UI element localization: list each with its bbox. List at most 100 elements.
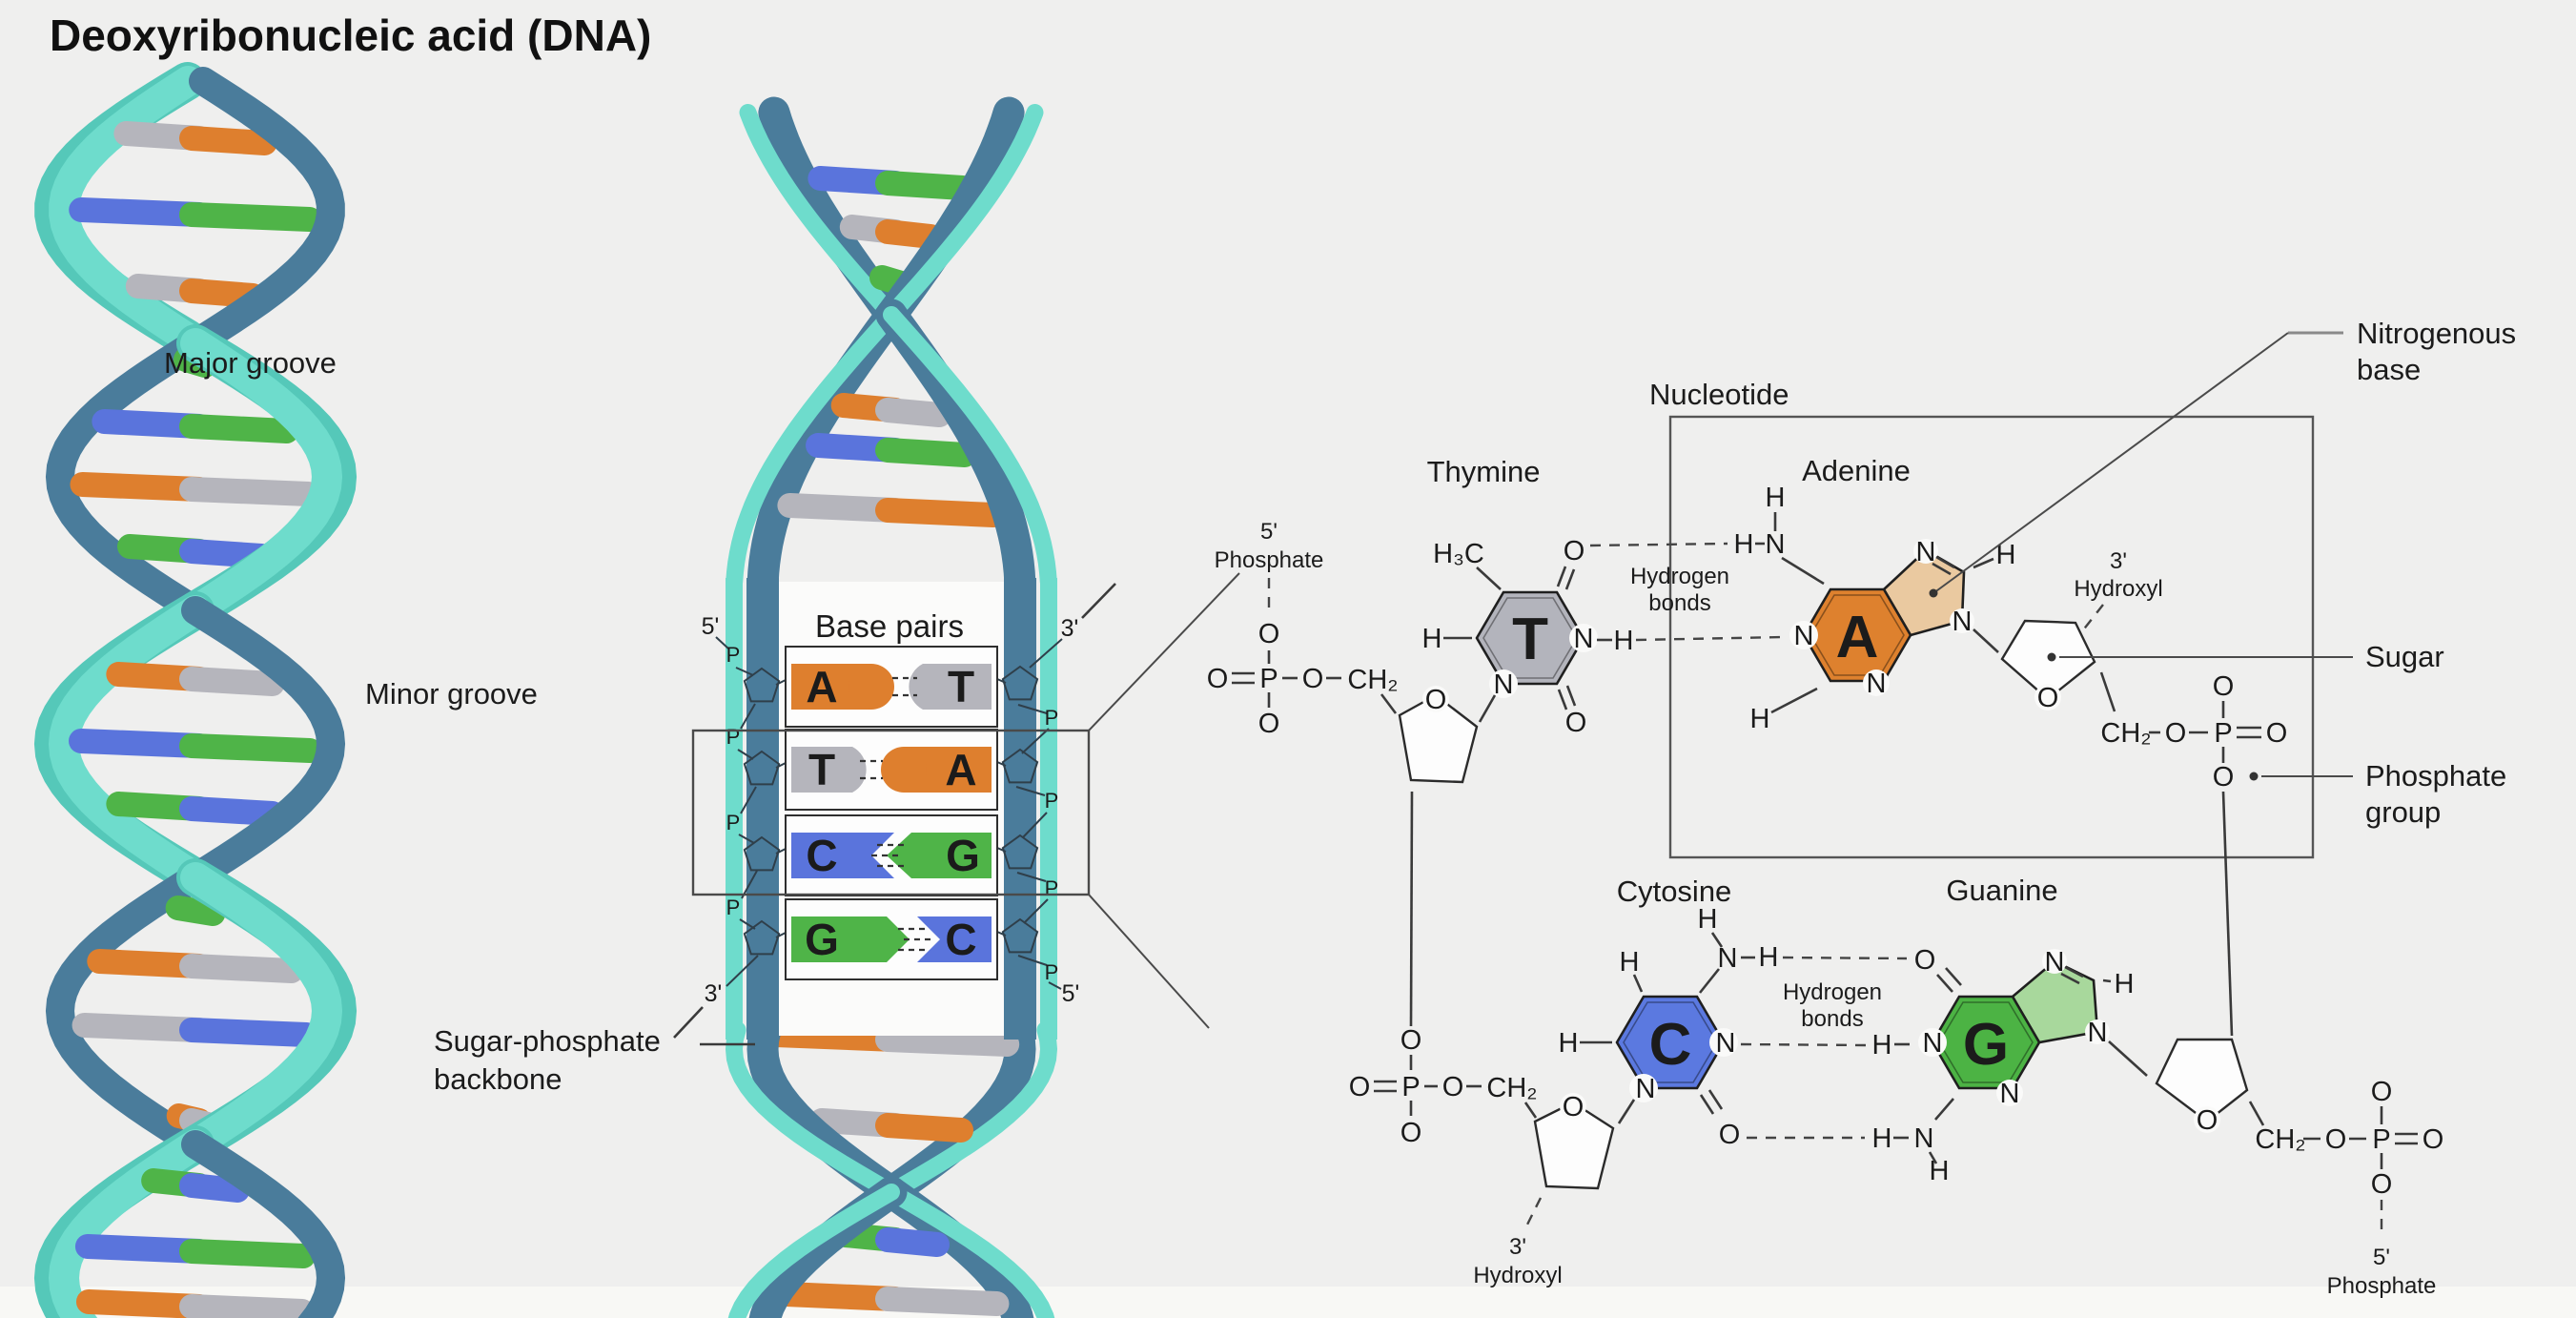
minor-groove-label: Minor groove [365, 677, 538, 710]
base-c-shape [917, 916, 992, 962]
three-prime-hydroxyl-label: Hydroxyl [2074, 576, 2162, 602]
sugar-base-bond [775, 762, 787, 769]
hydrogen-atom: H [1698, 904, 1718, 935]
three-prime-label: 3' [705, 980, 723, 1007]
sugar-base-bond [996, 847, 1007, 853]
nitrogen-atom: N [1923, 1028, 1943, 1059]
sugar-phosphate-chain-decoration [715, 636, 1063, 990]
oxygen-atom: O [1442, 1072, 1464, 1102]
oxygen-atom: O [1207, 664, 1229, 694]
pair-letter: A [945, 745, 976, 794]
hydrogen-atom: H [1614, 626, 1634, 656]
double-bond [1932, 562, 1952, 576]
helix-ribbon-teal [727, 1184, 900, 1318]
backbone-sugar-pentagon [743, 750, 781, 786]
atom-notch [1709, 1028, 1738, 1057]
oxygen-atom: O [2371, 1169, 2393, 1200]
double-bond [2060, 972, 2080, 985]
helix-rung [179, 667, 285, 696]
chemical-structure: Nucleotide 5' Phosphate O P O O CH₂ O [1207, 317, 2516, 1299]
hydrogen-bonds-label: Hydrogen [1630, 564, 1729, 589]
double-bond [1936, 974, 1953, 993]
adenine-phosphate-group: CH₂ O P O O O [2100, 671, 2353, 1037]
adenine-ring-inner [1809, 594, 1905, 676]
helix-rung [179, 954, 304, 983]
strand-bond [2221, 791, 2234, 1037]
helix-rung [875, 219, 944, 249]
hydrogen-bond-dash [1635, 635, 1786, 642]
hydrogen-atom: H [1422, 624, 1442, 654]
left-rail-teal [726, 578, 743, 1040]
nitrogenous-base-label: base [2357, 353, 2421, 386]
phosphate-p-label: P [726, 811, 741, 834]
oxygen-atom: O [1258, 619, 1280, 649]
oxygen-atom: O [2423, 1124, 2444, 1155]
base-t-shape [791, 747, 867, 793]
bond [1698, 968, 1721, 994]
oxygen-atom: O [1565, 708, 1587, 738]
atom-notch [1913, 539, 1938, 564]
sugar-base-bond [775, 848, 787, 855]
base-a-shape [848, 664, 894, 710]
phosphate-p-label: P [726, 896, 741, 919]
nitrogen-atom: N [2088, 1018, 2108, 1048]
base-g-shape [791, 916, 910, 962]
helix-rung [875, 498, 1006, 527]
atom-notch [2034, 684, 2061, 710]
helix-rung [179, 1239, 317, 1268]
oxygen-atom: O [2037, 683, 2059, 713]
oxygen-atom: O [1425, 685, 1447, 715]
sugar-base-bond [996, 678, 1007, 684]
base-g-shape [887, 833, 992, 878]
ch2-group: CH₂ [2255, 1124, 2305, 1155]
nucleotide-box [1668, 415, 2315, 859]
right-rail-steel [1004, 578, 1036, 1040]
guanine-ring [1931, 995, 2041, 1090]
left-dna-helix [33, 62, 358, 1318]
ch2-group: CH₂ [1347, 665, 1398, 695]
bond [1973, 628, 1999, 653]
helix-rung [179, 126, 277, 155]
bond [2108, 1040, 2148, 1077]
helix-ribbon-steel [189, 67, 345, 353]
oxygen-atom: O [1564, 536, 1585, 566]
cytosine-base: Cytosine C H H N H H N N [1559, 875, 1779, 1150]
right-rail-teal [1040, 578, 1057, 1040]
adenine-label: Adenine [1802, 454, 1911, 487]
five-prime-phosphate-label: Phosphate [1215, 547, 1324, 573]
oxygen-atom: O [2213, 762, 2235, 793]
nitrogen-atom: N [1716, 1028, 1736, 1059]
chain-line [673, 1006, 704, 1039]
pair-letter: C [806, 831, 837, 880]
phosphate-p-label: P [1045, 960, 1059, 984]
helix-ribbon-teal [883, 306, 1057, 590]
adenine-sugar: O 3' Hydroxyl [2000, 548, 2353, 713]
phosphate-p-label: P [726, 643, 741, 667]
bond [1617, 1099, 1636, 1124]
oxygen-atom: O [2325, 1124, 2347, 1155]
oxygen-atom: O [2213, 671, 2235, 702]
pointer-dot [1929, 588, 1938, 598]
backbone-chain-link [1048, 981, 1062, 990]
three-prime-hydroxyl-label: 3' [1509, 1234, 1526, 1260]
oxygen-atom: O [1302, 664, 1324, 694]
helix-rung [179, 414, 299, 443]
callout-labels: Nitrogenous base Sugar Phosphate group [1929, 317, 2516, 829]
helix-rung [875, 1227, 950, 1257]
highlight-rect [691, 729, 1091, 896]
backbone-sugar-pentagon [743, 919, 781, 956]
adenine-ring [1802, 587, 1912, 683]
atom-notch [1629, 1074, 1658, 1102]
double-bond [1564, 568, 1576, 590]
thymine-base: Thymine T H₃C H O N H O N [1422, 455, 1634, 738]
hydrogen-atom: H [1930, 1156, 1950, 1186]
three-prime-hydroxyl-label: 3' [2110, 548, 2127, 574]
phosphate-group-label: group [2365, 795, 2441, 829]
backbone-chain-link [740, 703, 756, 730]
bond [2248, 1101, 2265, 1126]
phosphate-p-label: P [726, 725, 741, 749]
cytosine-letter: C [1649, 1012, 1692, 1078]
atom-notch [1560, 1093, 1586, 1120]
zoom-connector-bottom [1088, 894, 1210, 1029]
oxygen-atom: O [1719, 1120, 1741, 1150]
